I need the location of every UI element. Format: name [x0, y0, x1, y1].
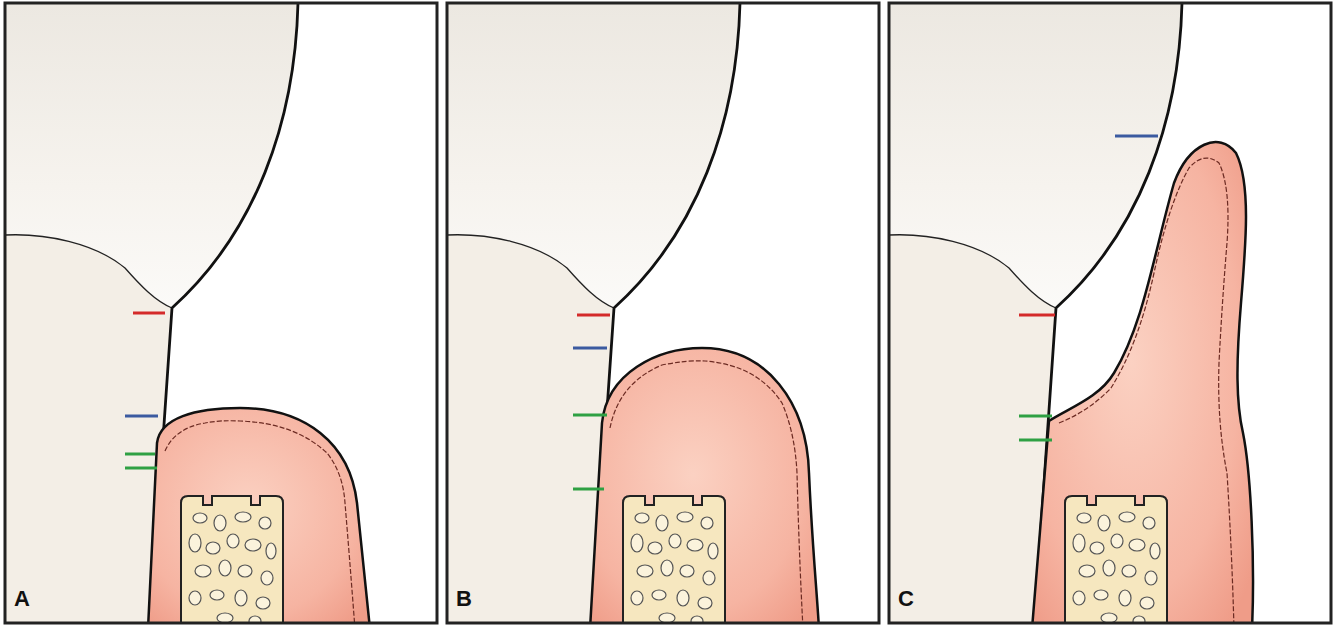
panel-c: [889, 3, 1331, 626]
panel-a: [5, 3, 437, 626]
panel-b: [447, 3, 879, 626]
panel-letter: A: [14, 588, 30, 610]
panel-letter: C: [898, 588, 914, 610]
panel-letter: B: [456, 588, 472, 610]
